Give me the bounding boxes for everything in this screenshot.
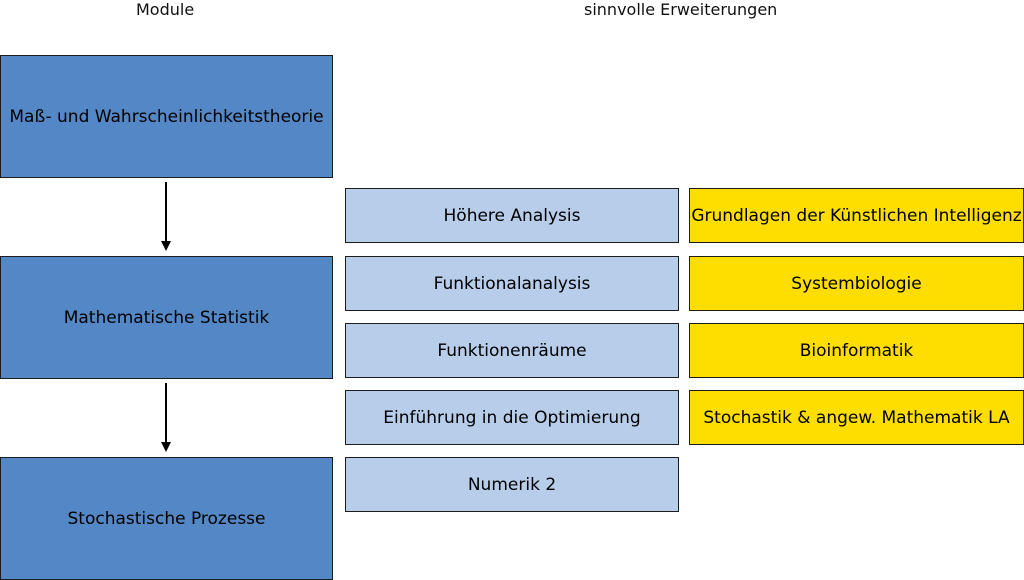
- extension-funktionalanalysis: Funktionalanalysis: [345, 256, 679, 311]
- special-grundlagen-kuenstliche-intelligenz: Grundlagen der Künstlichen Intelligenz: [689, 188, 1024, 243]
- extension-einfuehrung-in-die-optimierung: Einführung in die Optimierung: [345, 390, 679, 445]
- special-bioinformatik: Bioinformatik: [689, 323, 1024, 378]
- extension-numerik-2: Numerik 2: [345, 457, 679, 512]
- arrow-shaft: [165, 182, 167, 241]
- arrow-shaft: [165, 383, 167, 442]
- special-stochastik-angew-mathematik-la: Stochastik & angew. Mathematik LA: [689, 390, 1024, 445]
- arrow-down-1: [158, 182, 174, 251]
- arrow-down-2: [158, 383, 174, 452]
- special-systembiologie: Systembiologie: [689, 256, 1024, 311]
- extensions-header: sinnvolle Erweiterungen: [584, 0, 778, 19]
- module-stochastische-prozesse: Stochastische Prozesse: [0, 457, 333, 580]
- module-mathematische-statistik: Mathematische Statistik: [0, 256, 333, 379]
- extension-funktionenraeume: Funktionenräume: [345, 323, 679, 378]
- modules-header: Module: [136, 0, 195, 19]
- module-mass-und-wahrscheinlichkeitstheorie: Maß- und Wahrscheinlichkeitstheorie: [0, 55, 333, 178]
- arrow-head-icon: [161, 442, 171, 452]
- extension-hoehere-analysis: Höhere Analysis: [345, 188, 679, 243]
- arrow-head-icon: [161, 241, 171, 251]
